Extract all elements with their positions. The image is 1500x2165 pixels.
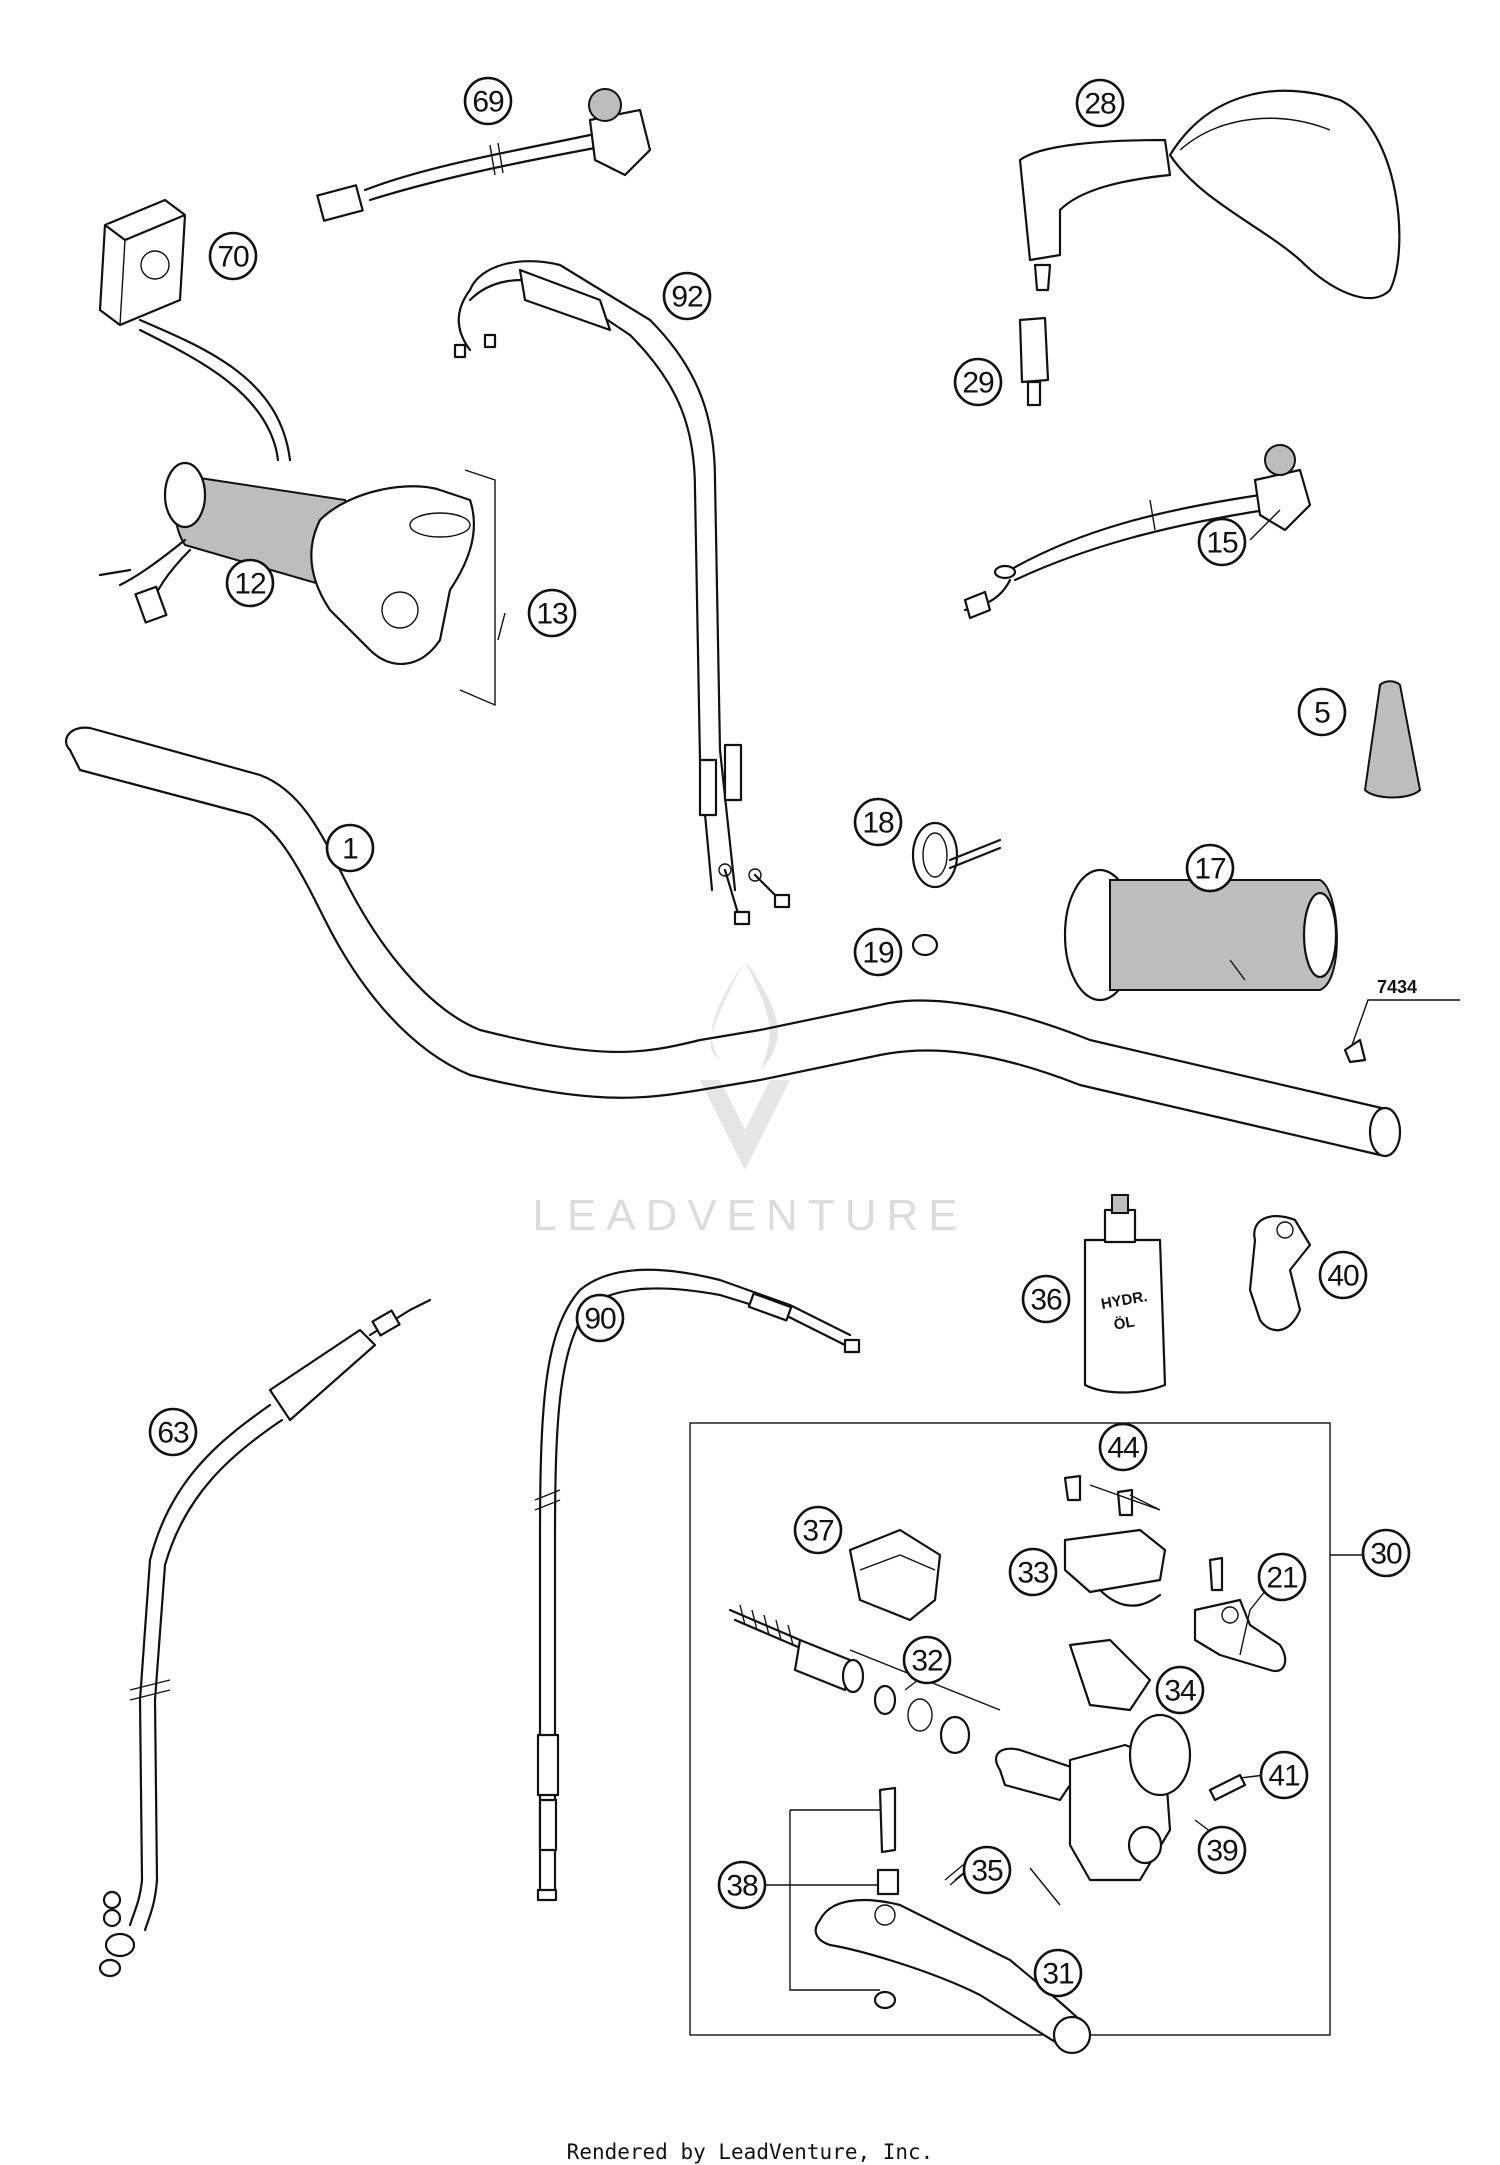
svg-text:12: 12	[234, 568, 266, 601]
reference-label-7434: 7434	[1377, 977, 1417, 997]
svg-text:41: 41	[1268, 1760, 1300, 1793]
callout-37: 37	[793, 1505, 843, 1555]
svg-text:29: 29	[962, 367, 994, 400]
svg-text:36: 36	[1030, 1284, 1062, 1317]
throttle-cables-92	[453, 260, 791, 926]
callout-18: 18	[853, 797, 903, 847]
handlebar	[65, 726, 1402, 1158]
callout-92: 92	[662, 271, 712, 321]
brake-lever-31	[814, 1898, 1092, 2055]
callout-29: 29	[953, 357, 1003, 407]
callout-63: 63	[148, 1407, 198, 1457]
svg-text:19: 19	[862, 937, 894, 970]
kit-box-30	[689, 1422, 1331, 2036]
svg-text:28: 28	[1084, 88, 1116, 121]
svg-text:34: 34	[1164, 1675, 1196, 1708]
svg-text:30: 30	[1370, 1538, 1402, 1571]
callout-13: 13	[527, 588, 577, 638]
callout-30: 30	[1361, 1528, 1411, 1578]
brake-hose-63	[98, 1298, 432, 1978]
callout-33: 33	[1008, 1547, 1058, 1597]
callout-31: 31	[1033, 1948, 1083, 1998]
svg-text:1: 1	[342, 833, 358, 866]
svg-text:31: 31	[1042, 1958, 1074, 1991]
svg-text:21: 21	[1266, 1562, 1298, 1595]
bottle-label-line2: ÖL	[1112, 1313, 1135, 1333]
throttle-housing-13	[310, 469, 496, 707]
pin-set-38	[765, 1786, 900, 2010]
callout-69: 69	[463, 76, 513, 126]
master-cylinder-39	[995, 1713, 1192, 1882]
callout-21: 21	[1257, 1552, 1307, 1602]
callout-28: 28	[1075, 78, 1125, 128]
clamp-40	[1248, 1215, 1312, 1332]
callout-44: 44	[1098, 1422, 1148, 1472]
callout-17: 17	[1185, 843, 1235, 893]
callout-40: 40	[1318, 1250, 1368, 1300]
svg-text:92: 92	[671, 281, 703, 314]
clutch-cable-90	[534, 1268, 861, 1902]
callout-5: 5	[1297, 687, 1347, 737]
callout-36: 36	[1021, 1274, 1071, 1324]
svg-text:5: 5	[1314, 697, 1330, 730]
svg-text:63: 63	[157, 1417, 189, 1450]
footer-credit: Rendered by LeadVenture, Inc.	[566, 2140, 934, 2164]
svg-text:17: 17	[1194, 853, 1226, 886]
lever-21	[1193, 1556, 1287, 1673]
callout-15: 15	[1197, 517, 1247, 567]
callout-34: 34	[1155, 1665, 1205, 1715]
svg-text:18: 18	[862, 807, 894, 840]
reservoir-cover-33	[1063, 1528, 1167, 1607]
watermark-text: LEADVENTURE	[532, 1191, 967, 1240]
cable-tie-18	[911, 821, 1002, 889]
svg-text:13: 13	[536, 598, 568, 631]
switch-15	[963, 444, 1312, 620]
bellows-34	[1068, 1638, 1152, 1712]
svg-text:32: 32	[911, 1645, 943, 1678]
piston-set-32	[728, 1604, 1001, 1755]
end-plug-7434	[1343, 999, 1460, 1064]
mirror-28	[1018, 89, 1401, 300]
callout-12: 12	[225, 558, 275, 608]
callout-38: 38	[717, 1860, 767, 1910]
callout-39: 39	[1197, 1825, 1247, 1875]
callout-41: 41	[1259, 1750, 1309, 1800]
svg-text:90: 90	[584, 1303, 616, 1336]
svg-text:39: 39	[1206, 1835, 1238, 1868]
left-grip-17	[1063, 868, 1338, 1002]
svg-text:33: 33	[1017, 1557, 1049, 1590]
callout-35: 35	[962, 1845, 1012, 1895]
screws-44	[1063, 1474, 1134, 1517]
svg-text:15: 15	[1206, 527, 1238, 560]
callout-90: 90	[575, 1293, 625, 1343]
svg-text:38: 38	[726, 1870, 758, 1903]
mirror-adapter-29	[1018, 316, 1050, 407]
cap-5	[1363, 680, 1422, 799]
svg-text:70: 70	[217, 241, 249, 274]
kill-switch-69	[316, 88, 652, 222]
svg-text:35: 35	[971, 1855, 1003, 1888]
screw-41	[1208, 1773, 1247, 1802]
svg-text:37: 37	[802, 1515, 834, 1548]
nut-19	[911, 933, 939, 957]
svg-text:44: 44	[1107, 1432, 1139, 1465]
callout-1: 1	[325, 823, 375, 873]
callout-70: 70	[208, 231, 258, 281]
callout-32: 32	[902, 1635, 952, 1685]
handlebar-switch-70	[98, 198, 292, 462]
svg-text:40: 40	[1327, 1260, 1359, 1293]
svg-text:69: 69	[472, 86, 504, 119]
callout-19: 19	[853, 927, 903, 977]
bracket-37	[848, 1528, 942, 1622]
hydraulic-oil-bottle-36	[1083, 1194, 1167, 1394]
watermark: LEADVENTURE	[532, 960, 967, 1240]
